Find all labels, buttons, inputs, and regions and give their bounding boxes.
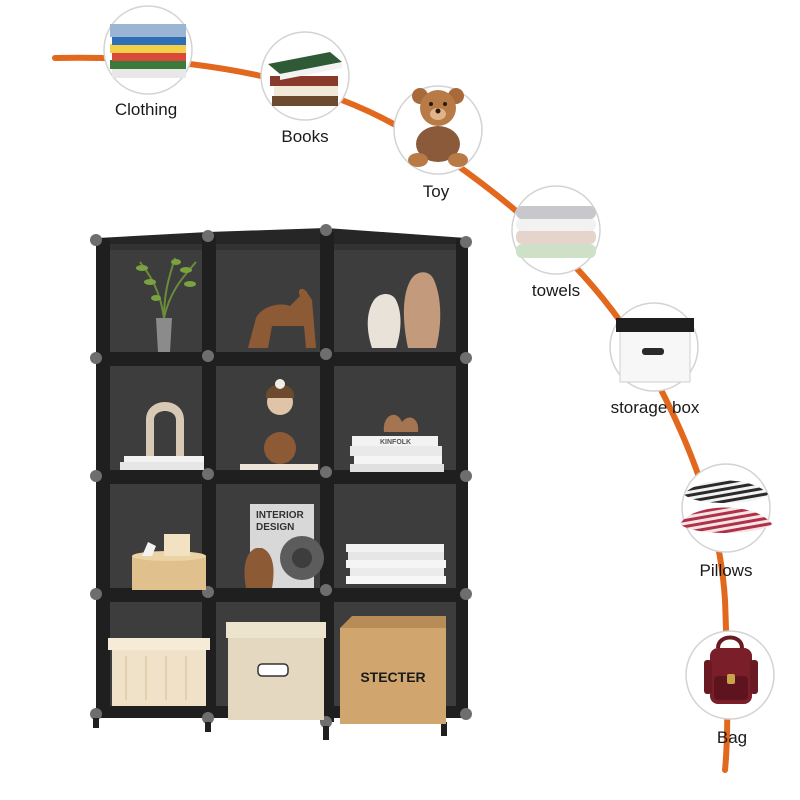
plastic-storage-bin (108, 638, 210, 706)
stacked-white-books (346, 544, 446, 584)
teddy-bear-icon (408, 88, 468, 167)
doll-figurine (240, 379, 318, 470)
book-stack-with-ornament: KINFOLK (350, 414, 444, 472)
books-icon (268, 52, 342, 106)
category-label-storage-box: storage box (610, 398, 700, 417)
category-label-books: Books (281, 127, 329, 146)
cardboard-storage-box: STECTER (340, 616, 446, 724)
arch-sculpture-and-books (120, 402, 204, 470)
category-towels (511, 185, 601, 275)
category-storage-box (609, 302, 699, 392)
category-label-toy: Toy (422, 182, 450, 201)
category-label-pillows: Pillows (699, 561, 753, 580)
category-books (260, 31, 350, 121)
folded-clothes-icon (110, 24, 186, 78)
towels-icon (516, 206, 596, 258)
book-title-line-2: DESIGN (256, 522, 294, 533)
plant-vase (136, 257, 197, 352)
pillows-icon (680, 480, 772, 533)
category-label-towels: towels (531, 281, 581, 300)
wooden-basket-and-candle (132, 534, 206, 590)
box-label: STECTER (360, 669, 425, 685)
backpack-icon (704, 635, 758, 704)
category-label-clothing: Clothing (114, 100, 178, 119)
interior-design-book-and-vases: INTERIOR DESIGN (244, 504, 324, 588)
category-clothing (103, 5, 193, 95)
ceramic-vases (367, 272, 441, 348)
cube-storage-shelf: KINFOLK INTERIOR DESIGN (90, 224, 472, 740)
category-toy (393, 85, 483, 175)
book-title-line-1: INTERIOR (256, 510, 305, 521)
storage-box-icon (616, 318, 694, 383)
book-spine-text: KINFOLK (380, 439, 411, 446)
category-pillows (680, 463, 772, 553)
category-label-bag: Bag (716, 728, 748, 747)
fabric-storage-box (226, 622, 326, 720)
category-bag (685, 630, 775, 720)
wooden-goat-figure (248, 288, 316, 348)
